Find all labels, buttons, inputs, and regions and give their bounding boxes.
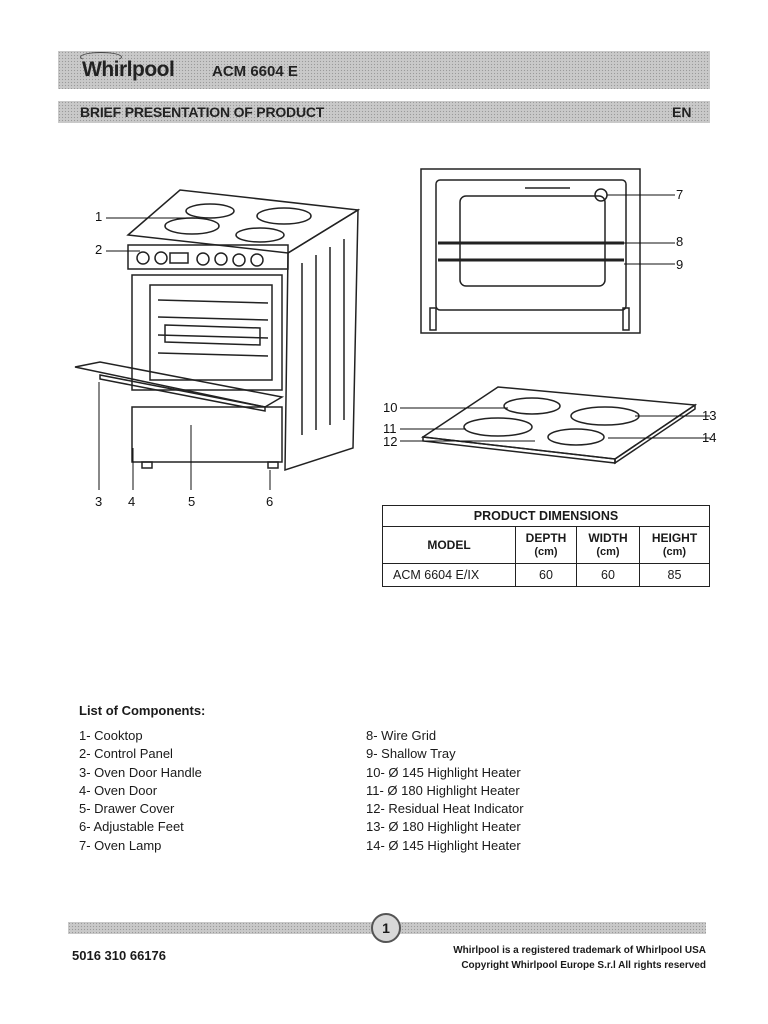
cell-height: 85 bbox=[639, 563, 710, 587]
callout-1: 1 bbox=[95, 209, 103, 224]
callout-2: 2 bbox=[95, 242, 103, 257]
list-item: 5- Drawer Cover bbox=[79, 801, 175, 817]
list-item: 7- Oven Lamp bbox=[79, 837, 162, 853]
subheader-band bbox=[58, 101, 710, 123]
cell-depth: 60 bbox=[515, 563, 577, 587]
list-item: 9- Shallow Tray bbox=[366, 746, 456, 762]
list-item: 8- Wire Grid bbox=[366, 728, 437, 743]
header-model: MODEL bbox=[382, 526, 516, 564]
cell-width: 60 bbox=[576, 563, 640, 587]
callout-14: 14 bbox=[702, 430, 717, 445]
product-dimensions-table: PRODUCT DIMENSIONS MODEL DEPTH(cm) WIDTH… bbox=[382, 505, 710, 587]
cell-model: ACM 6604 E/IX bbox=[382, 563, 516, 587]
language-code: EN bbox=[672, 104, 692, 120]
list-item: 4- Oven Door bbox=[79, 782, 158, 798]
header-width: WIDTH(cm) bbox=[576, 526, 640, 564]
callout-11: 11 bbox=[383, 421, 397, 436]
cooker-illustration bbox=[74, 189, 361, 472]
header-height-label: HEIGHT bbox=[651, 531, 698, 545]
callout-7: 7 bbox=[676, 187, 684, 202]
components-list-left: 1- Cooktop 2- Control Panel 3- Oven Door… bbox=[79, 727, 202, 855]
header-width-unit: (cm) bbox=[596, 546, 620, 558]
page-number: 1 bbox=[371, 913, 401, 943]
callout-3: 3 bbox=[95, 494, 103, 509]
table-title: PRODUCT DIMENSIONS bbox=[382, 505, 710, 527]
callout-4: 4 bbox=[128, 494, 136, 509]
legal-notice: Whirlpool is a registered trademark of W… bbox=[453, 943, 706, 973]
callout-9: 9 bbox=[676, 257, 684, 272]
components-title: List of Components: bbox=[79, 703, 206, 718]
header-width-label: WIDTH bbox=[588, 531, 628, 545]
header-height-unit: (cm) bbox=[662, 546, 687, 558]
list-item: 3- Oven Door Handle bbox=[79, 764, 202, 780]
brand-logo: Whirlpool bbox=[82, 58, 175, 81]
list-item: 2- Control Panel bbox=[79, 746, 173, 762]
components-list-right: 8- Wire Grid 9- Shallow Tray 10- Ø 145 H… bbox=[366, 727, 524, 855]
callout-12: 12 bbox=[383, 434, 398, 449]
table-row: ACM 6604 E/IX 60 60 85 bbox=[382, 563, 710, 587]
hob-illustration bbox=[400, 386, 710, 465]
header-depth: DEPTH(cm) bbox=[515, 526, 577, 564]
brand-logo-swoosh bbox=[80, 52, 122, 62]
callout-8: 8 bbox=[676, 234, 684, 249]
list-item: 6- Adjustable Feet bbox=[79, 819, 184, 835]
trademark-text: Whirlpool is a registered trademark of W… bbox=[453, 945, 706, 956]
callout-6: 6 bbox=[266, 494, 274, 509]
document-code: 5016 310 66176 bbox=[72, 948, 166, 963]
header-depth-label: DEPTH bbox=[525, 531, 567, 545]
list-item: 1- Cooktop bbox=[79, 728, 143, 743]
copyright-text: Copyright Whirlpool Europe S.r.l All rig… bbox=[461, 960, 706, 971]
header-depth-unit: (cm) bbox=[534, 546, 558, 558]
oven-interior-illustration bbox=[420, 168, 675, 334]
list-item: 10- Ø 145 Highlight Heater bbox=[366, 764, 521, 780]
list-item: 13- Ø 180 Highlight Heater bbox=[366, 819, 521, 835]
list-item: 12- Residual Heat Indicator bbox=[366, 801, 524, 817]
model-title: ACM 6604 E bbox=[212, 63, 298, 80]
callout-5: 5 bbox=[188, 494, 196, 509]
callout-10: 10 bbox=[383, 400, 398, 415]
callout-13: 13 bbox=[702, 408, 717, 423]
list-item: 14- Ø 145 Highlight Heater bbox=[366, 837, 521, 853]
list-item: 11- Ø 180 Highlight Heater bbox=[366, 782, 520, 798]
header-height: HEIGHT(cm) bbox=[639, 526, 710, 564]
section-title: BRIEF PRESENTATION OF PRODUCT bbox=[80, 104, 325, 120]
header-band bbox=[58, 51, 710, 89]
